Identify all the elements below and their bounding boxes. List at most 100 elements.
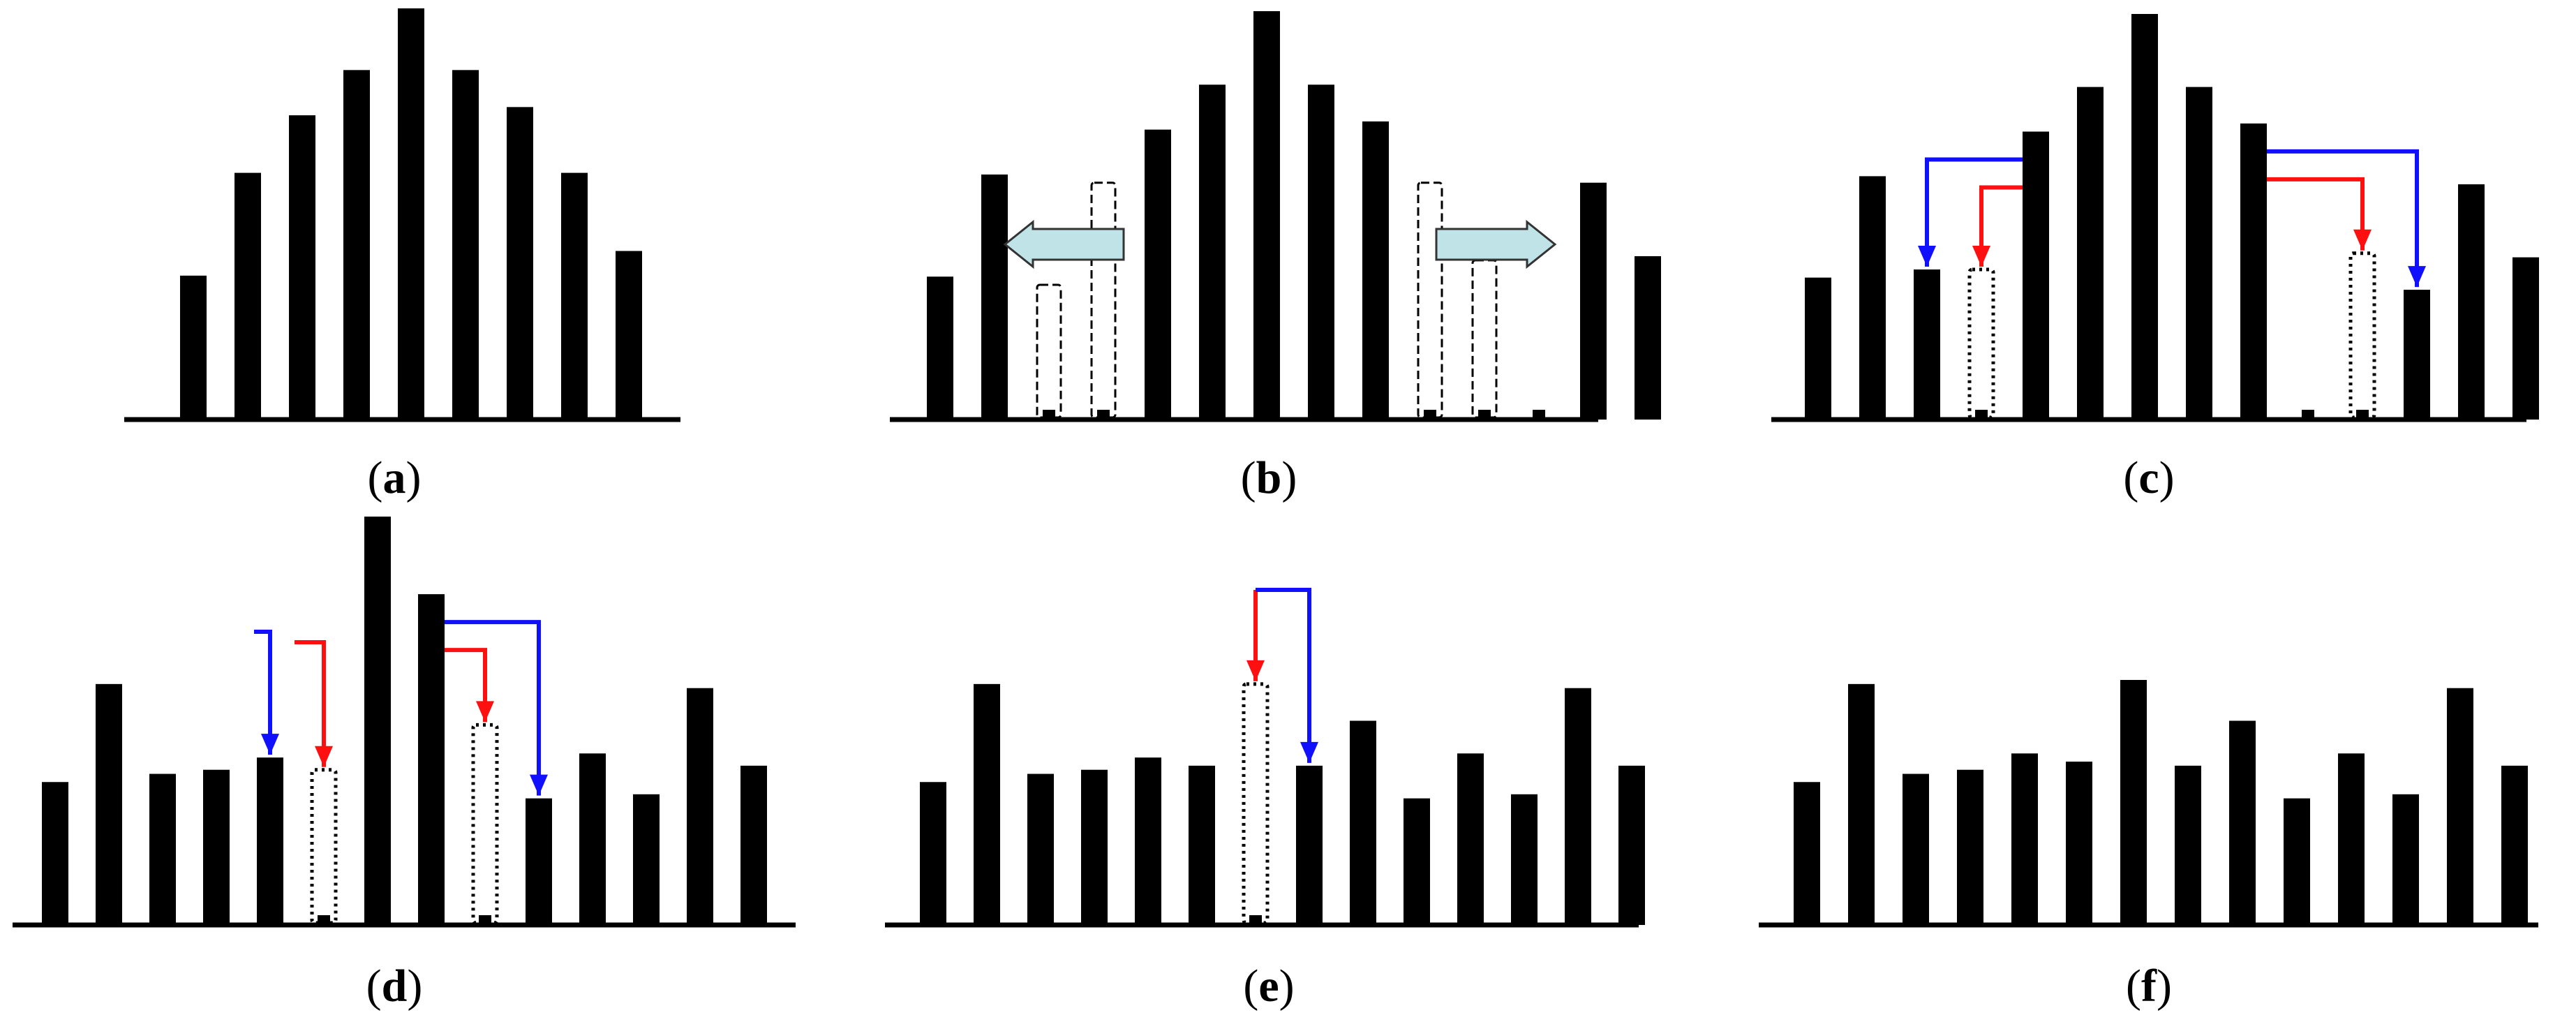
baseline-stub — [2302, 410, 2314, 420]
bar — [1914, 269, 1940, 420]
shift-arrow-left — [1003, 219, 1125, 269]
bar — [1189, 765, 1215, 925]
panel-b-caption: (b) — [1240, 452, 1297, 503]
shift-arrow-right — [1435, 219, 1557, 269]
dashed-slot — [1471, 259, 1498, 419]
dashed-slot — [1036, 283, 1062, 419]
panels-layer — [13, 8, 2539, 928]
baseline-stub — [318, 915, 330, 925]
bar — [1081, 769, 1108, 925]
bar — [2120, 680, 2147, 925]
bar — [234, 172, 261, 420]
connector-blue — [1256, 588, 1311, 763]
bar — [2066, 762, 2092, 925]
bar — [1794, 782, 1820, 925]
bar — [418, 594, 445, 925]
bar — [452, 70, 479, 420]
bar — [1859, 176, 1886, 420]
bar — [2131, 14, 2158, 420]
bar — [2023, 131, 2049, 420]
panel-a — [124, 8, 680, 422]
bar — [526, 798, 552, 925]
panel-c — [1771, 14, 2539, 422]
panel-f — [1759, 680, 2538, 928]
bar — [203, 769, 230, 925]
arrowhead-blue — [261, 734, 279, 755]
bar — [364, 517, 391, 925]
bar — [1253, 11, 1280, 420]
bar — [1457, 753, 1484, 925]
bar — [2458, 184, 2485, 420]
bar — [2175, 765, 2201, 925]
bar — [180, 275, 207, 420]
bar — [2077, 87, 2104, 420]
dashed-slot — [1090, 182, 1117, 419]
bar — [1903, 773, 1929, 925]
panel-c-caption: (c) — [2123, 452, 2175, 503]
bar — [927, 276, 953, 420]
bar — [1135, 757, 1161, 925]
bar — [1805, 277, 1831, 420]
bar — [257, 757, 283, 925]
connector-blue — [1925, 157, 2023, 267]
arrowhead-blue — [2408, 266, 2426, 288]
bar — [96, 683, 122, 925]
bar — [561, 172, 588, 420]
arrowhead-red — [315, 746, 333, 767]
bar — [920, 782, 946, 925]
arrowhead-blue — [530, 774, 548, 796]
bar — [1027, 773, 1054, 925]
bar — [1145, 129, 1171, 420]
panel-f-caption: (f) — [2126, 961, 2172, 1012]
arrowhead-red — [1972, 246, 1990, 267]
bar — [289, 115, 315, 420]
arrowhead-red — [1246, 660, 1265, 681]
bar — [1580, 182, 1607, 420]
bar — [579, 753, 606, 925]
connector-blue — [2267, 149, 2419, 288]
bar — [740, 765, 767, 925]
bar — [616, 251, 642, 420]
baseline-stub — [479, 915, 491, 925]
panel-d — [13, 517, 796, 928]
panel-b — [890, 11, 1661, 422]
bar — [1308, 84, 1334, 420]
dashed-slot — [1417, 182, 1443, 419]
dashed-slot — [2348, 251, 2376, 420]
bar — [1404, 798, 1430, 925]
baseline-stub — [1975, 410, 1988, 420]
bar — [2512, 257, 2539, 420]
bar — [2338, 753, 2365, 925]
bar — [1511, 794, 1538, 925]
dashed-slot — [471, 723, 499, 925]
bar — [42, 782, 68, 925]
arrowhead-red — [476, 701, 494, 723]
connector-red — [295, 640, 326, 767]
bar — [2501, 765, 2528, 925]
bar — [2186, 87, 2212, 420]
bar — [1296, 765, 1323, 925]
bar — [507, 107, 533, 420]
panel-e — [885, 588, 1645, 928]
connector-red — [2267, 177, 2365, 251]
baseline-stub — [1478, 410, 1491, 420]
bar — [1618, 765, 1645, 925]
bar — [2447, 688, 2473, 925]
panel-a-caption: (a) — [367, 452, 422, 503]
bar — [633, 794, 660, 925]
bar — [2392, 794, 2419, 925]
bar — [398, 8, 424, 420]
bar — [974, 683, 1000, 925]
bar — [149, 773, 176, 925]
dashed-slot — [1967, 267, 1995, 420]
bar — [2284, 798, 2310, 925]
bar — [2240, 123, 2267, 420]
connector-red — [1979, 185, 2023, 267]
baseline-stub — [1097, 410, 1110, 420]
arrowhead-blue — [1918, 246, 1936, 267]
baseline-stub — [2356, 410, 2369, 420]
dashed-slot — [1242, 682, 1270, 925]
baseline-stub — [1043, 410, 1055, 420]
bar — [1957, 769, 1983, 925]
